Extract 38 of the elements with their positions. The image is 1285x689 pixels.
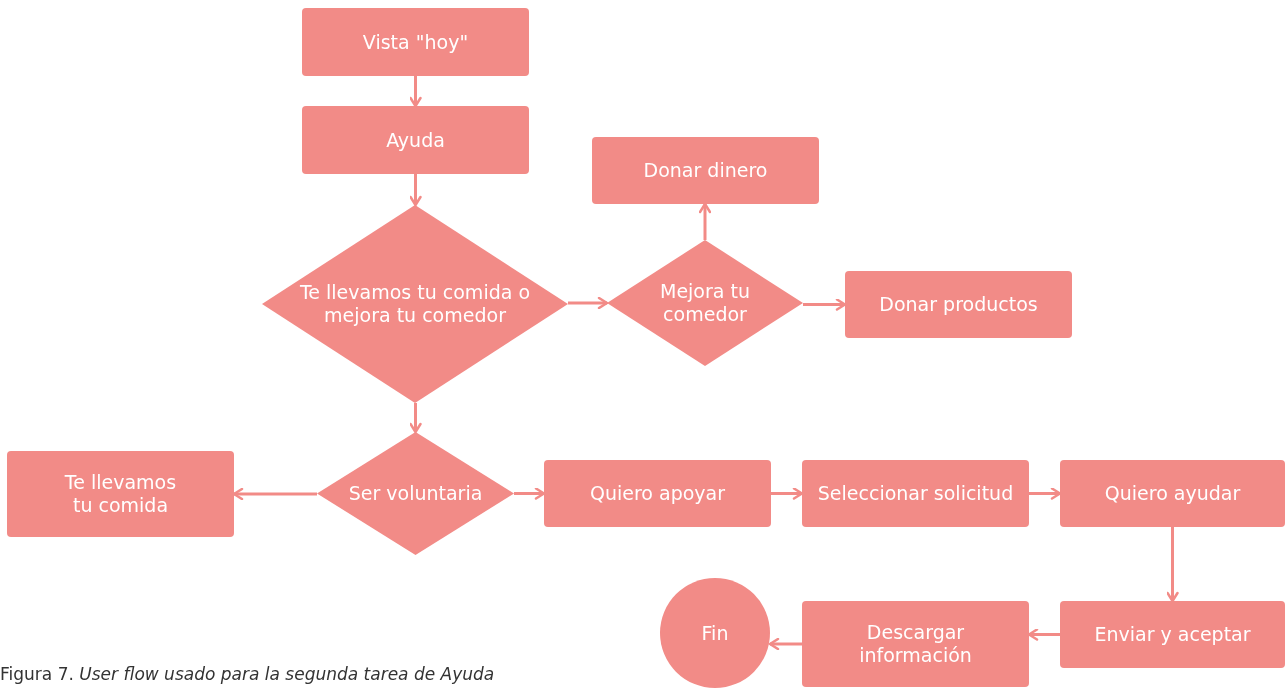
arrow [1027,628,1060,641]
arrow [698,202,712,240]
process-box [845,271,1072,338]
arrow [1166,527,1179,603]
step-label: Vista "hoy" [361,30,470,54]
process-box [302,8,529,76]
process-box [302,106,529,174]
arrow [232,487,317,501]
arrow [768,637,802,651]
arrow [771,487,804,500]
decision-label: Mejora tu comedor [659,280,751,326]
end-label: Fin [700,621,730,645]
step-label: Donar dinero [642,159,769,182]
process-box [592,137,819,204]
process-box [1060,460,1285,527]
process-box [544,460,771,527]
step-label: Seleccionar solicitud [816,482,1015,505]
step-label: Quiero ayudar [1103,482,1242,505]
arrow [514,487,546,500]
arrow [409,403,422,434]
arrow [409,76,422,108]
process-box [1060,601,1285,668]
process-box [802,460,1029,527]
decision-label: Ser voluntaria [347,482,484,505]
step-label: Donar productos [878,293,1039,316]
process-box [802,601,1029,687]
decision-label: Te llevamos tu comida o mejora tu comedor [298,281,532,327]
arrow [803,298,847,311]
arrow [409,174,422,207]
step-label: Ayuda [385,128,446,152]
step-label: Quiero apoyar [588,482,727,505]
process-box [7,451,234,537]
figure-caption: Figura 7. User flow usado para la segunda tarea de Ayuda [0,664,495,684]
step-label: Te llevamos tu comida [63,471,178,517]
step-label: Descargar información [858,621,973,667]
step-label: Enviar y aceptar [1093,623,1252,646]
arrow [1029,487,1062,500]
arrow [568,296,609,310]
